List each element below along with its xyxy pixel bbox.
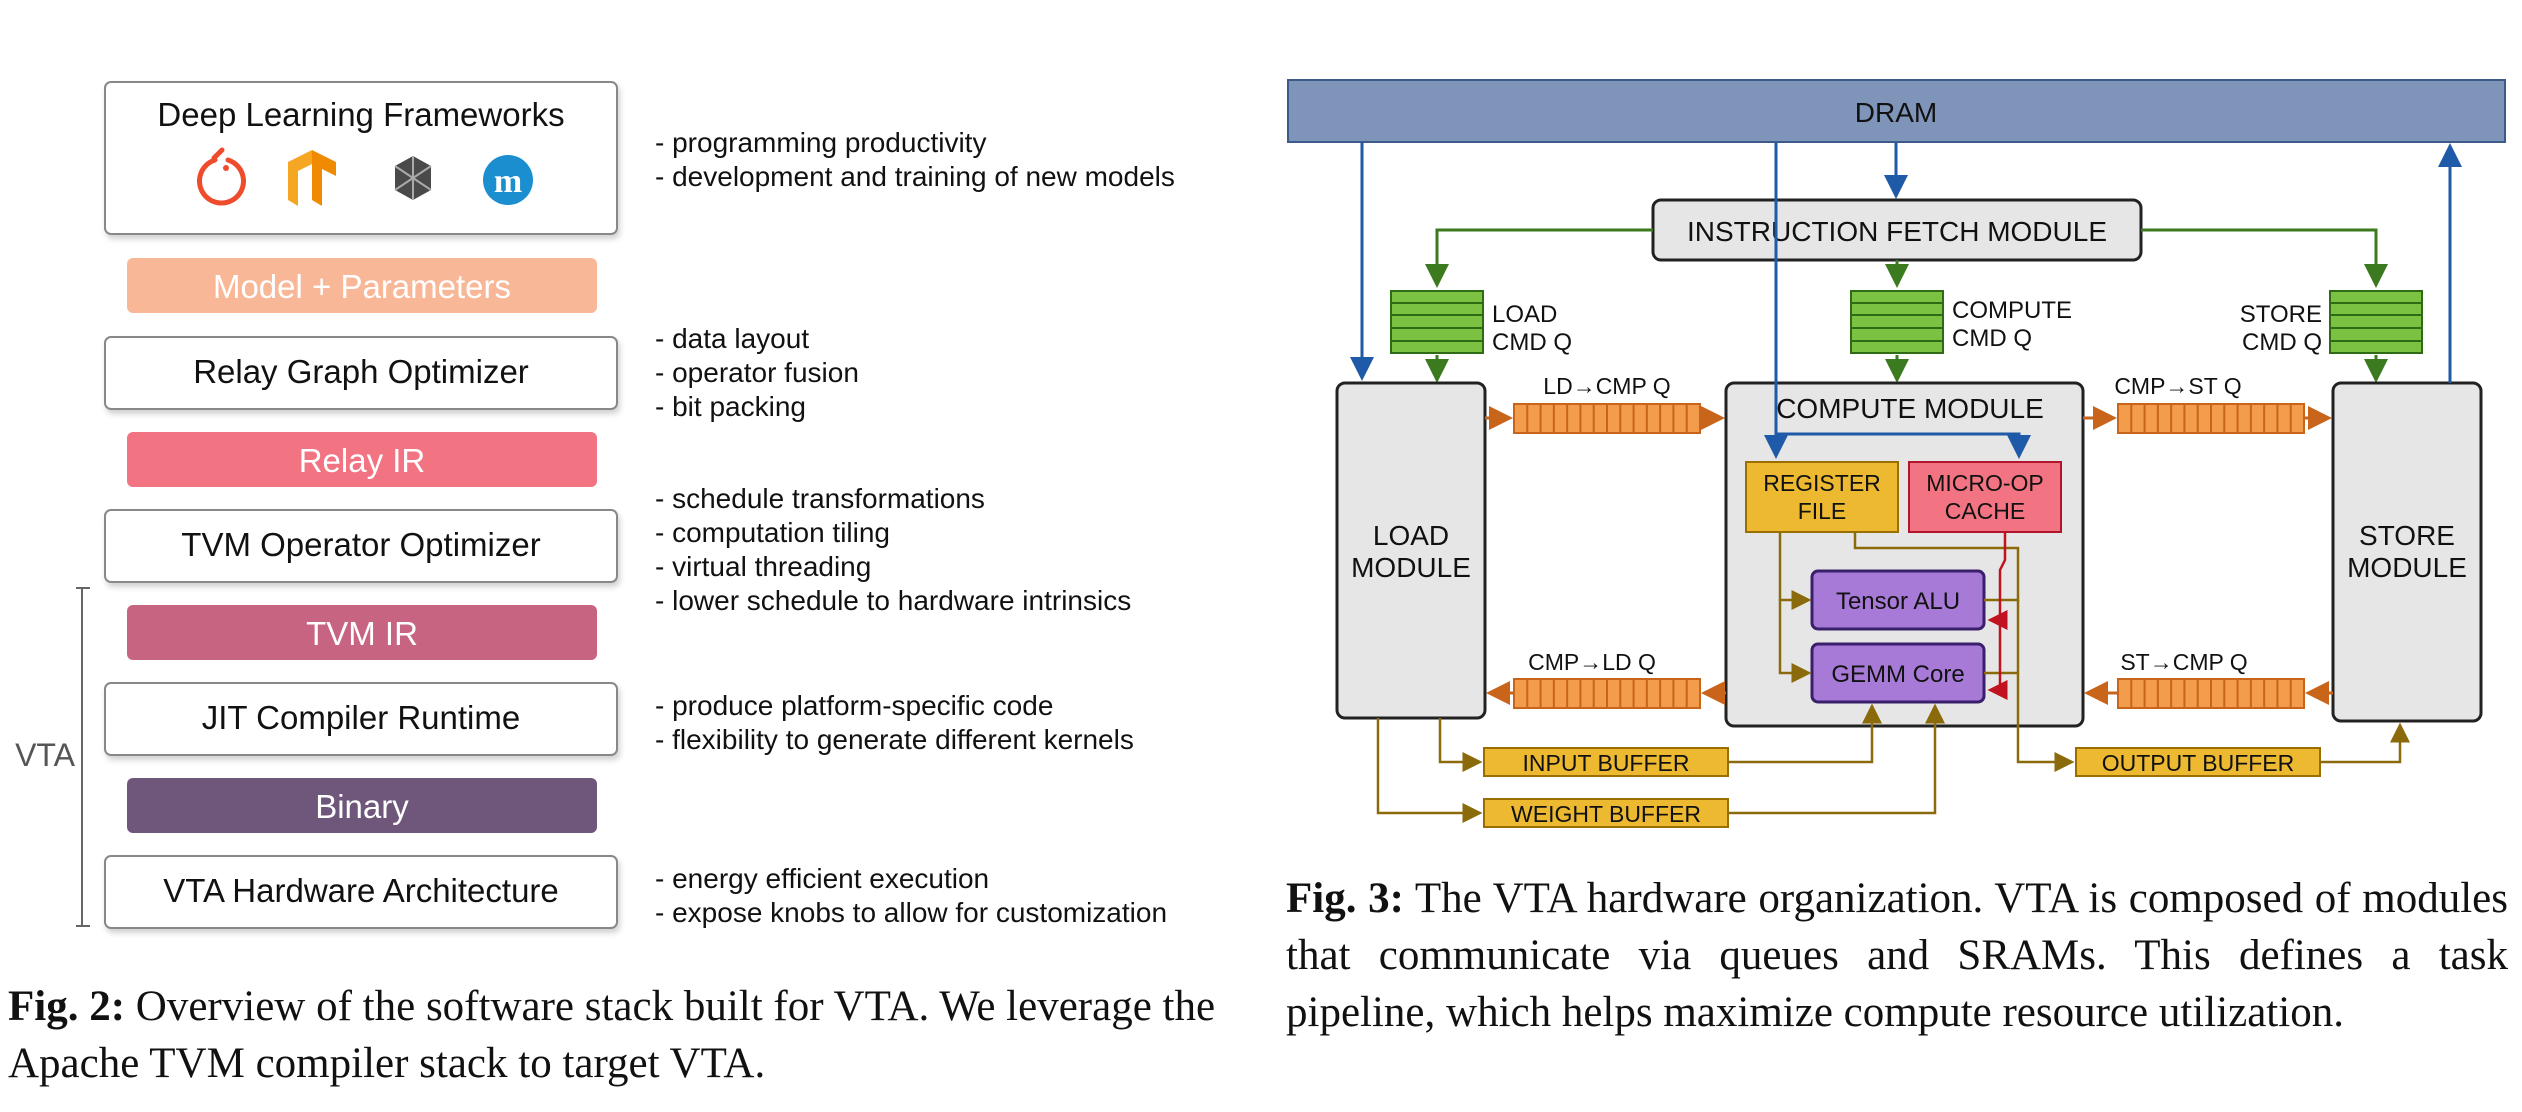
- layer-tvm-ir: [127, 605, 597, 660]
- fig3-caption-text: The VTA hardware organization. VTA is co…: [1286, 875, 2508, 1036]
- fig2-caption: Fig. 2: Overview of the software stack b…: [8, 978, 1230, 1092]
- register-file: [1745, 461, 1899, 533]
- compute-cmd-q-label: CMD Q: [1952, 325, 2032, 352]
- store-module-label: MODULE: [2347, 552, 2467, 583]
- buffer-links: [1376, 673, 2410, 823]
- layer-label: JIT Compiler Runtime: [202, 699, 520, 736]
- store-cmd-q-label: STORE: [2240, 301, 2322, 328]
- register-file-links: [1778, 532, 2020, 683]
- fig3-caption-label: Fig. 3:: [1286, 875, 1404, 922]
- vta-bracket: VTA: [8, 587, 90, 927]
- ld-cmp-q-label: LD→CMP Q: [1543, 373, 1670, 399]
- layer-relay-graph-optimizer: [104, 336, 618, 410]
- st-cmp-queue: [2117, 678, 2305, 709]
- output-buffer-label: OUTPUT BUFFER: [2102, 750, 2295, 776]
- weight-buffer-label: WEIGHT BUFFER: [1511, 801, 1701, 827]
- cmp-st-q-label: CMP→ST Q: [2114, 373, 2241, 399]
- register-file-label: REGISTER: [1763, 470, 1881, 496]
- micro-op-links: [1987, 532, 2008, 700]
- micro-op-cache-label: CACHE: [1945, 498, 2026, 524]
- note: - virtual threading: [655, 551, 871, 582]
- micro-op-cache: [1908, 461, 2062, 533]
- st-cmp-q-label: ST→CMP Q: [2120, 649, 2247, 675]
- fig2-caption-text: Overview of the software stack built for…: [8, 983, 1216, 1087]
- layer-label: Deep Learning Frameworks: [157, 96, 564, 133]
- store-module: [2331, 381, 2483, 723]
- layer-tvm-operator-optimizer: [104, 509, 618, 583]
- note: - schedule transformations: [655, 483, 985, 514]
- note: - energy efficient execution: [655, 863, 989, 894]
- fetch-dispatch-arrows: [1425, 228, 2388, 383]
- svg-text:m: m: [494, 163, 522, 200]
- store-module-label: STORE: [2359, 520, 2455, 551]
- fig2-caption-label: Fig. 2:: [8, 983, 126, 1030]
- store-cmd-q-label: CMD Q: [2242, 329, 2322, 356]
- queue-arrows: [1485, 406, 2333, 705]
- tensorflow-icon: [288, 150, 336, 206]
- cmp-st-queue: [2117, 403, 2305, 434]
- layer-label: TVM IR: [306, 615, 418, 652]
- ld-cmp-queue: [1513, 403, 1701, 434]
- layer-label: VTA Hardware Architecture: [163, 872, 559, 909]
- fetch-label: INSTRUCTION FETCH MODULE: [1687, 216, 2107, 247]
- cmp-ld-queue: [1513, 678, 1701, 709]
- onnx-icon: [394, 156, 432, 200]
- pytorch-icon: [197, 147, 246, 206]
- compute-cmd-queue: [1850, 290, 1944, 354]
- compute-module-label: COMPUTE MODULE: [1776, 393, 2044, 424]
- dram-label: DRAM: [1855, 97, 1937, 128]
- note: - produce platform-specific code: [655, 690, 1053, 721]
- note: - programming productivity: [655, 127, 986, 158]
- layer-label: TVM Operator Optimizer: [181, 526, 540, 563]
- note: - flexibility to generate different kern…: [655, 724, 1134, 755]
- dram-links: [1350, 142, 2462, 459]
- cmp-ld-q-label: CMP→LD Q: [1528, 649, 1656, 675]
- input-buffer-label: INPUT BUFFER: [1523, 750, 1690, 776]
- layer-jit-compiler-runtime: [104, 682, 618, 756]
- layer-label: Model + Parameters: [213, 268, 511, 305]
- note: - operator fusion: [655, 357, 859, 388]
- output-buffer: [2075, 747, 2321, 777]
- software-stack: Deep Learning Frameworks m Model + Param…: [8, 81, 1175, 929]
- load-module-label: LOAD: [1373, 520, 1449, 551]
- note: - data layout: [655, 323, 809, 354]
- gemm-core-label: GEMM Core: [1831, 661, 1964, 688]
- note: - lower schedule to hardware intrinsics: [655, 585, 1131, 616]
- layer-binary: [127, 778, 597, 833]
- note: - expose knobs to allow for customizatio…: [655, 897, 1167, 928]
- note: - development and training of new models: [655, 161, 1175, 192]
- micro-op-cache-label: MICRO-OP: [1926, 470, 2044, 496]
- note: - bit packing: [655, 391, 806, 422]
- layer-label: Binary: [315, 788, 409, 825]
- load-cmd-queue: [1390, 290, 1484, 354]
- mxnet-icon: m: [483, 155, 533, 205]
- layer-label: Relay Graph Optimizer: [193, 353, 529, 390]
- store-cmd-queue: [2329, 290, 2423, 354]
- load-module-label: MODULE: [1351, 552, 1471, 583]
- hardware-diagram: DRAM INSTRUCTION FETCH MODULE LOAD CMD Q: [1287, 79, 2506, 828]
- tensor-alu-label: Tensor ALU: [1836, 588, 1960, 615]
- fig3-caption: Fig. 3: The VTA hardware organization. V…: [1286, 870, 2508, 1041]
- load-module: [1335, 381, 1487, 720]
- load-cmd-q-label: LOAD: [1492, 301, 1557, 328]
- layer-model-parameters: [127, 258, 597, 313]
- dram-block: [1287, 79, 2506, 143]
- load-cmd-q-label: CMD Q: [1492, 329, 1572, 356]
- register-file-label: FILE: [1798, 498, 1847, 524]
- note: - computation tiling: [655, 517, 890, 548]
- layer-vta-hardware-architecture: [104, 855, 618, 929]
- layer-label: Relay IR: [299, 442, 426, 479]
- vta-label: VTA: [15, 737, 76, 773]
- layer-relay-ir: [127, 432, 597, 487]
- compute-cmd-q-label: COMPUTE: [1952, 297, 2072, 324]
- stack-notes: - programming productivity - development…: [655, 127, 1175, 928]
